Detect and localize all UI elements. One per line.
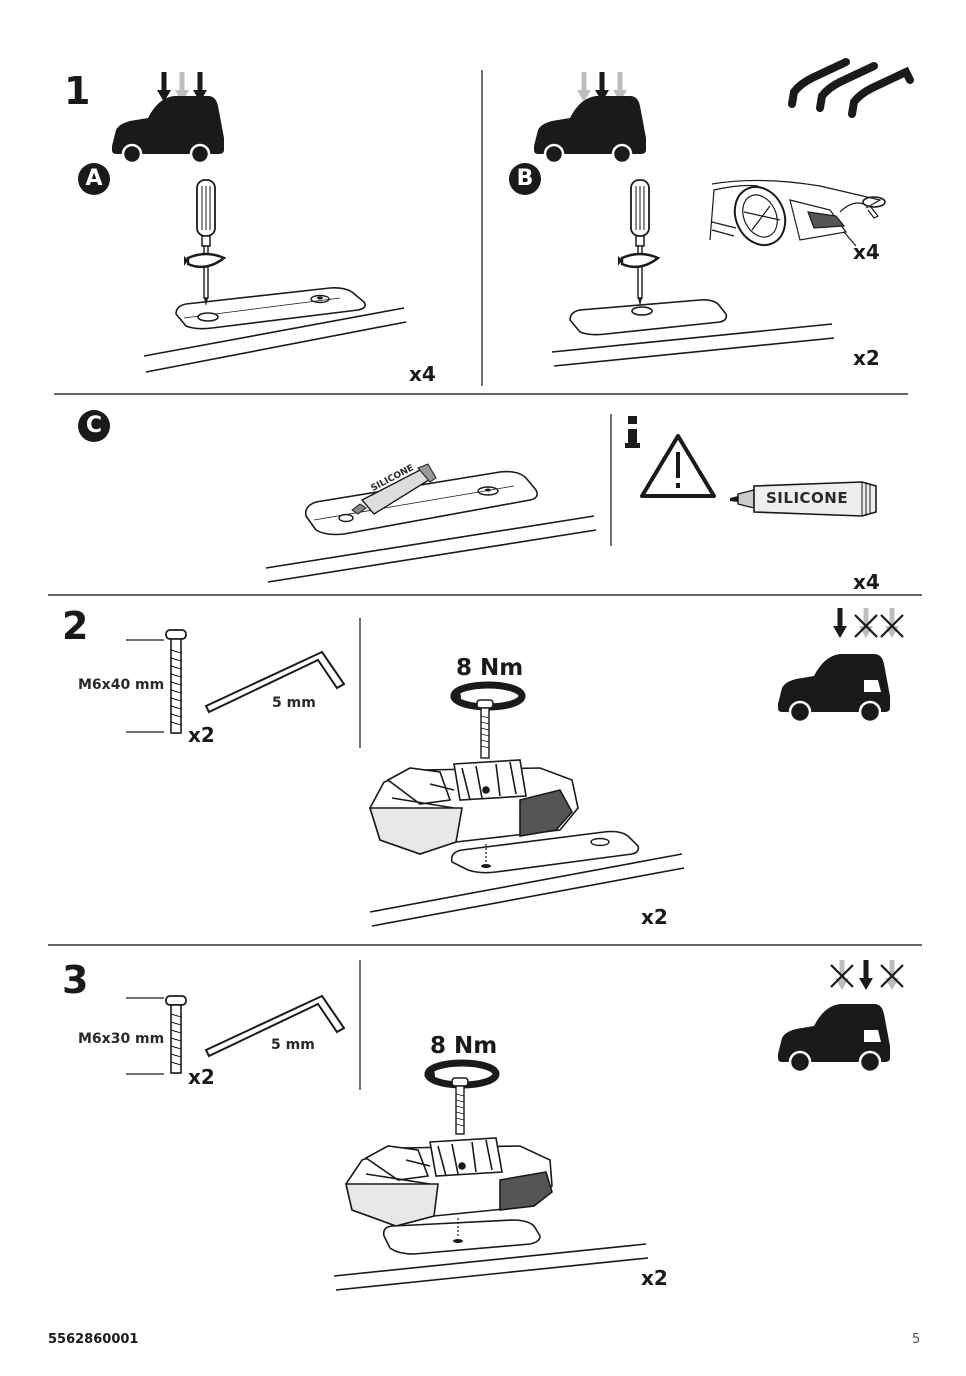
warning-triangle-icon: [640, 434, 716, 498]
bolt-icon: [476, 699, 494, 759]
hex-key-size-label: 5 mm: [272, 695, 316, 711]
foot-assembly: [344, 1137, 553, 1227]
torque-label: 8 Nm: [430, 1033, 498, 1059]
substep-badge-a: A: [78, 163, 110, 195]
car-icon: [776, 1002, 892, 1074]
foot-assembly: [368, 759, 579, 855]
silicone-tube-small-icon: [351, 463, 437, 515]
screwdriver-icon: [616, 178, 660, 308]
car-middle-marked-icon: [829, 960, 905, 990]
part-number: 5562860001: [48, 1332, 139, 1347]
quantity-label: x4: [853, 570, 880, 594]
substep-badge-b: B: [509, 163, 541, 195]
bolt-quantity-label: x2: [188, 723, 215, 747]
info-icon: [625, 416, 640, 448]
quantity-label: x2: [641, 905, 668, 929]
bolt-icon: [451, 1077, 469, 1135]
quantity-label: x2: [853, 346, 880, 370]
substep-badge-c: C: [78, 410, 110, 442]
bolt-size-label: M6x40 mm: [78, 677, 165, 693]
hex-key-size-label: 5 mm: [271, 1037, 315, 1053]
silicone-tube-large-icon: [730, 481, 877, 517]
step-number-1: 1: [64, 69, 91, 113]
quantity-label: x4: [409, 362, 436, 386]
car-icon: [776, 652, 892, 724]
roof-channel: [382, 1219, 541, 1255]
roof-channel: [569, 299, 728, 336]
bolt-size-label: M6x30 mm: [78, 1031, 165, 1047]
bolt-m6x30-icon: [165, 995, 187, 1074]
screwdriver-icon: [182, 178, 226, 308]
bolt-m6x40-icon: [165, 629, 187, 734]
torque-label: 8 Nm: [456, 655, 524, 681]
quantity-label: x4: [853, 240, 880, 264]
car-front-marked-icon: [833, 608, 905, 639]
quantity-label: x2: [641, 1266, 668, 1290]
step-number-2: 2: [62, 604, 89, 648]
car-icon: [532, 94, 648, 165]
silicone-tube-label-large: SILICONE: [766, 489, 849, 507]
car-icon: [110, 94, 226, 165]
glovebox-illustration: [709, 179, 886, 247]
step-number-3: 3: [62, 958, 89, 1002]
bolt-quantity-label: x2: [188, 1065, 215, 1089]
roof-channel: [304, 470, 538, 536]
page-number: 5: [912, 1332, 921, 1347]
roof-bars-icon: [788, 58, 914, 118]
